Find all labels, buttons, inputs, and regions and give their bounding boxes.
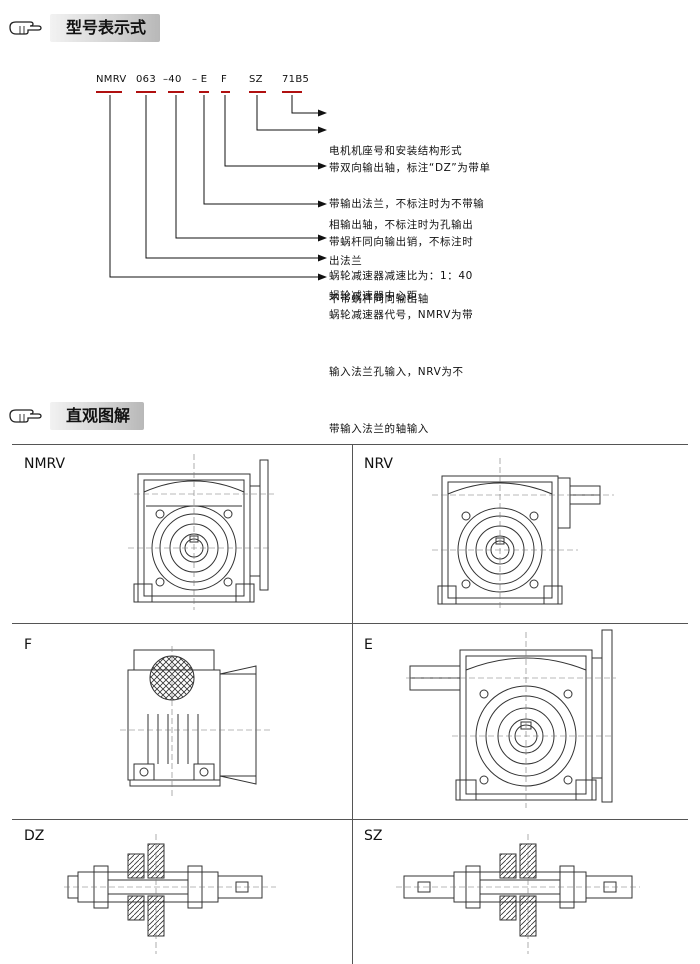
grid-line xyxy=(12,623,688,624)
e-worm-output-drawing xyxy=(406,629,616,808)
sz-shaft-section-drawing xyxy=(396,834,640,954)
code-part-flange: F xyxy=(221,74,228,85)
nrv-gearbox-drawing xyxy=(432,458,614,610)
grid-line xyxy=(352,444,353,964)
grid-line xyxy=(12,444,688,445)
desc-ratio: 蜗轮减速器减速比为：1：40 xyxy=(329,270,473,282)
code-part-output-shaft: SZ xyxy=(249,74,263,85)
grid-line xyxy=(12,819,688,820)
section-title-diagrams: 直观图解 xyxy=(50,402,145,430)
code-underline xyxy=(282,91,302,93)
cell-label-dz: DZ xyxy=(24,828,45,844)
code-underline xyxy=(249,91,266,93)
code-underline xyxy=(221,91,230,93)
desc-worm-output: 带蜗杆同向输出销，不标注时 不带蜗杆同向输出轴 xyxy=(329,236,474,305)
desc-flange: 带输出法兰，不标注时为不带输 出法兰 xyxy=(329,198,485,267)
f-flange-side-drawing xyxy=(120,646,272,798)
code-part-series: NMRV xyxy=(96,74,127,85)
code-part-motor-frame: 71B5 xyxy=(282,74,310,85)
nmrv-gearbox-drawing xyxy=(128,454,274,610)
cell-label-e: E xyxy=(364,637,373,653)
desc-motor-frame: 电机机座号和安装结构形式 xyxy=(329,145,463,157)
pointing-hand-icon xyxy=(9,409,42,423)
cell-label-nmrv: NMRV xyxy=(24,456,66,472)
pointing-hand-icon xyxy=(9,21,42,35)
code-underline xyxy=(168,91,184,93)
code-underline xyxy=(96,91,122,93)
code-part-center-distance: 063 xyxy=(136,74,156,85)
cell-label-nrv: NRV xyxy=(364,456,394,472)
code-underline xyxy=(199,91,209,93)
desc-series: 蜗轮减速器代号，NMRV为带 输入法兰孔输入，NRV为不 带输入法兰的轴输入 xyxy=(329,309,474,435)
section-title-model-code: 型号表示式 xyxy=(50,14,161,42)
desc-output-shaft: 带双向输出轴，标注“DZ”为带单 相输出轴，不标注时为孔输出 xyxy=(329,162,491,231)
cell-label-f: F xyxy=(24,637,33,653)
desc-center-distance: 蜗轮减速器中心距 xyxy=(329,290,418,302)
code-part-ratio: –40 xyxy=(163,74,182,85)
leader-lines xyxy=(109,95,327,281)
code-part-worm-output: – E xyxy=(192,74,208,85)
dz-shaft-section-drawing xyxy=(64,834,276,954)
code-underline xyxy=(136,91,156,93)
cell-label-sz: SZ xyxy=(364,828,383,844)
